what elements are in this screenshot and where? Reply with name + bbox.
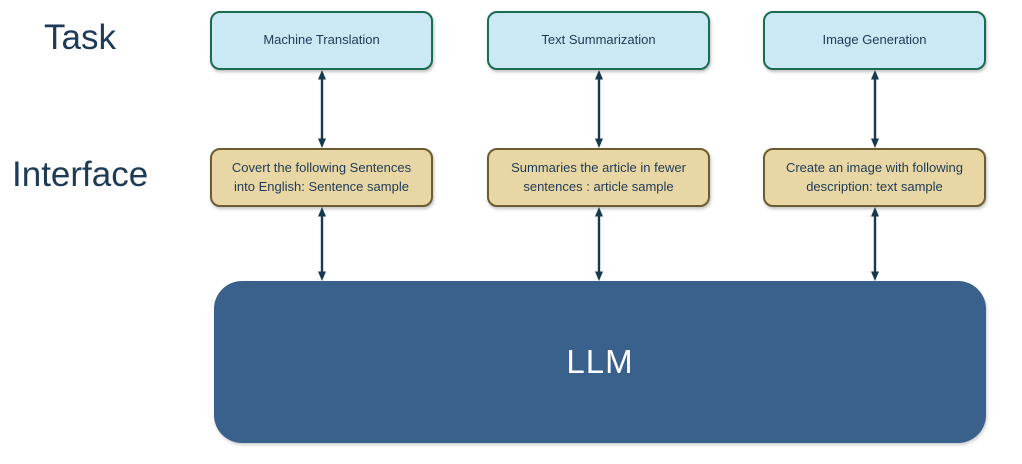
task-box-label: Image Generation <box>822 32 927 48</box>
interface-box-label: Covert the following Sentences into Engl… <box>231 160 412 194</box>
interface-box-summarization-prompt: Summaries the article in fewer sentences… <box>487 148 710 207</box>
interface-row-label: Interface <box>12 155 149 194</box>
double-arrow-task-interface-col2 <box>595 70 603 148</box>
task-box-image-generation: Image Generation <box>763 11 986 70</box>
task-box-machine-translation: Machine Translation <box>210 11 433 70</box>
task-row-label: Task <box>44 18 116 57</box>
interface-box-image-prompt: Create an image with following descripti… <box>763 148 986 207</box>
llm-box-label: LLM <box>566 343 634 380</box>
double-arrow-interface-llm-col1 <box>318 207 326 281</box>
double-arrow-interface-llm-col2 <box>595 207 603 281</box>
double-arrow-interface-llm-col3 <box>871 207 879 281</box>
interface-box-label: Summaries the article in fewer sentences… <box>511 160 686 194</box>
interface-box-translation-prompt: Covert the following Sentences into Engl… <box>210 148 433 207</box>
interface-box-label: Create an image with following descripti… <box>785 160 964 194</box>
task-box-text-summarization: Text Summarization <box>487 11 710 70</box>
llm-box: LLM <box>214 281 986 443</box>
task-box-label: Text Summarization <box>541 32 656 48</box>
task-box-label: Machine Translation <box>263 32 380 48</box>
double-arrow-task-interface-col1 <box>318 70 326 148</box>
double-arrow-task-interface-col3 <box>871 70 879 148</box>
